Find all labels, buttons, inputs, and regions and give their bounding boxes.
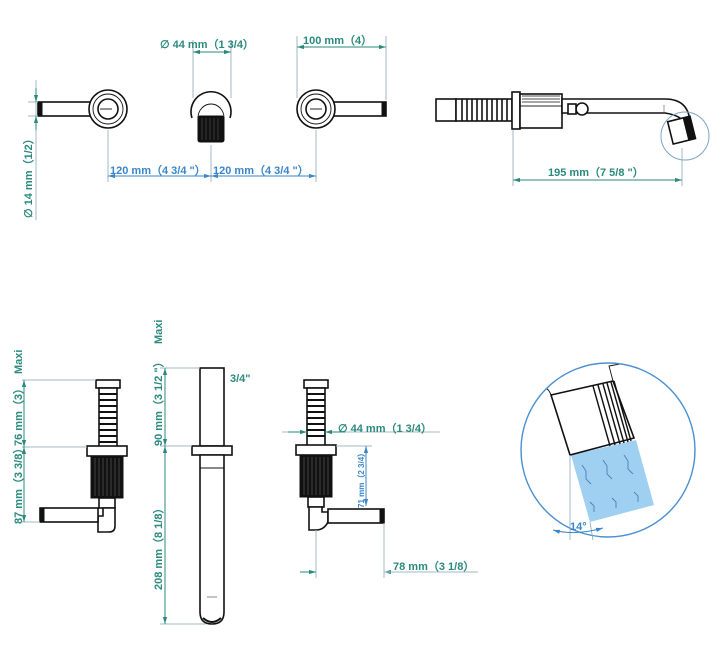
valve-side-diameter-label: ∅ 44 mm（1 3/4） <box>338 422 432 435</box>
angle-label: 14° <box>570 521 587 533</box>
pipe-upper-length-label: 90 mm（3 1/2 "） <box>152 356 165 446</box>
handle-offset-label: 71 mm（2 3/4） <box>356 449 366 508</box>
spout-length-label: 195 mm（7 5/8 "） <box>548 166 644 179</box>
pipe-lower-length-label: 208 mm（8 1/8） <box>152 503 165 590</box>
spout-pipe-view: Maxi 90 mm（3 1/2 "） 208 mm（8 1/8） 3/4" <box>152 320 251 625</box>
handle-diameter-label: ∅ 14 mm（1/2） <box>22 133 35 218</box>
valve-maxi-label: Maxi <box>13 350 25 374</box>
pipe-maxi-label: Maxi <box>153 320 165 344</box>
aerator-detail-view: 14° <box>520 362 696 541</box>
right-handle-top <box>296 89 387 129</box>
spout-side-view: 195 mm（7 5/8 "） <box>435 91 710 186</box>
diameter-44-label: ∅ 44 mm（1 3/4） <box>160 38 254 51</box>
valve-upper-height-label: 76 mm（3） <box>12 383 25 446</box>
valve-front-view: Maxi 76 mm（3） 87 mm（3 3/8） <box>12 350 128 533</box>
valve-total-height-label: 87 mm（3 3/8） <box>12 443 25 524</box>
thread-size-label: 3/4" <box>230 373 251 385</box>
handle-reach-label: 78 mm（3 1/8） <box>393 560 474 573</box>
top-view: ∅ 44 mm（1 3/4） 100 mm（4） 120 mm（4 3/4 "）… <box>22 34 387 220</box>
spacing-right-label: 120 mm（4 3/4 "） <box>213 164 309 177</box>
left-handle-top <box>37 89 128 129</box>
center-spout-top <box>190 91 232 143</box>
valve-side-view: ∅ 44 mm（1 3/4） 71 mm（2 3/4） 78 mm（3 1/8） <box>282 379 478 578</box>
width-100-label: 100 mm（4） <box>303 34 372 47</box>
spacing-left-label: 120 mm（4 3/4 "） <box>110 164 206 177</box>
